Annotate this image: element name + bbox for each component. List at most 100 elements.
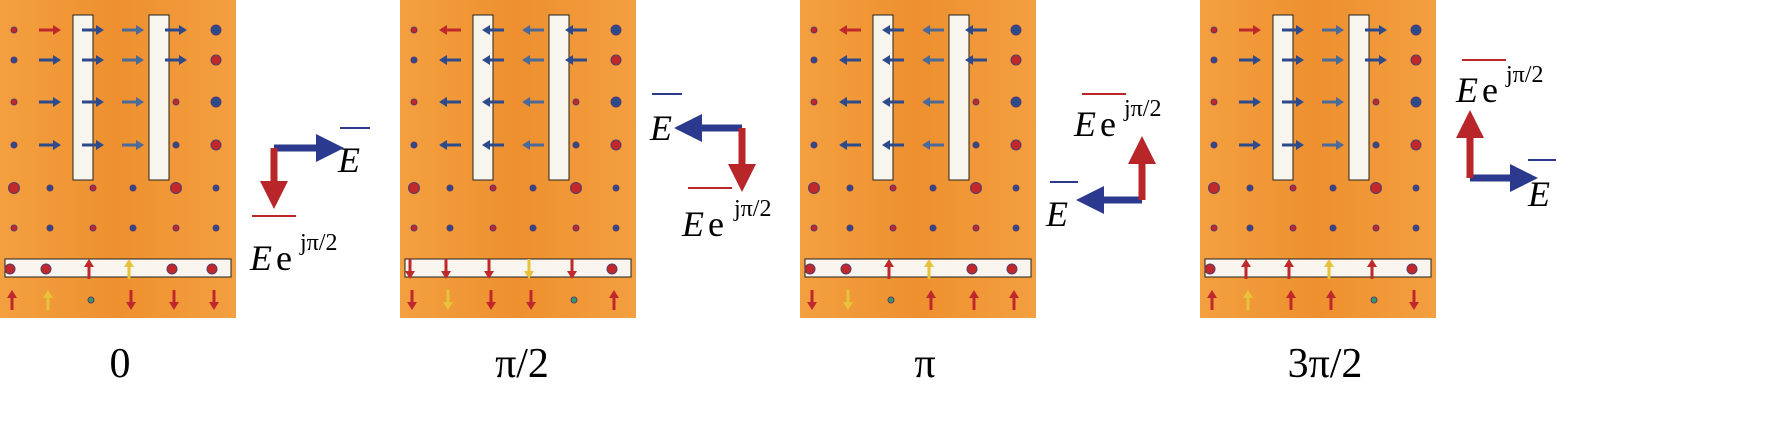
field-arrowhead	[1253, 25, 1261, 35]
field-arrowhead	[882, 55, 890, 65]
field-dot	[1010, 24, 1022, 36]
field-dot	[210, 24, 222, 36]
field-arrowhead	[965, 55, 973, 65]
field-dot	[87, 296, 95, 304]
phase-label-3pi-2: 3π/2	[1288, 341, 1363, 387]
field-arrowhead	[407, 302, 417, 310]
panel-phase-3pi-2	[1200, 0, 1436, 318]
field-dot	[10, 224, 18, 232]
field-dot	[210, 139, 222, 151]
bottom-slot	[404, 258, 632, 278]
bottom-slot	[804, 258, 1032, 278]
field-dot	[610, 54, 622, 66]
field-dot	[10, 56, 18, 64]
field-dot	[410, 26, 418, 34]
field-dot	[10, 98, 18, 106]
field-arrowhead	[1379, 55, 1387, 65]
field-arrowhead	[96, 97, 104, 107]
field-arrowhead	[565, 25, 573, 35]
field-dot	[810, 224, 818, 232]
field-arrowhead	[884, 259, 894, 267]
field-dot	[89, 184, 97, 192]
field-dot	[610, 24, 622, 36]
field-arrowhead	[1207, 290, 1217, 298]
field-arrowhead	[922, 55, 930, 65]
field-dot	[1410, 54, 1422, 66]
field-arrowhead	[169, 302, 179, 310]
field-dot	[810, 98, 818, 106]
field-dot	[889, 224, 897, 232]
field-arrowhead	[136, 97, 144, 107]
field-dot	[446, 184, 454, 192]
field-dot	[1412, 224, 1420, 232]
field-arrowhead	[1336, 140, 1344, 150]
field-arrowhead	[439, 55, 447, 65]
field-arrowhead	[1296, 140, 1304, 150]
field-arrowhead	[926, 290, 936, 298]
field-dot	[1370, 296, 1378, 304]
field-arrowhead	[969, 290, 979, 298]
field-dot	[970, 182, 982, 194]
field-arrowhead	[522, 25, 530, 35]
slot	[72, 14, 94, 181]
field-arrowhead	[922, 25, 930, 35]
field-arrowhead	[53, 140, 61, 150]
field-dot	[966, 263, 978, 275]
field-arrowhead	[1336, 55, 1344, 65]
field-dot	[1410, 139, 1422, 151]
field-dot	[1370, 182, 1382, 194]
field-arrowhead	[1253, 55, 1261, 65]
e-symbol: E	[1073, 104, 1096, 144]
field-dot	[1289, 184, 1297, 192]
exp-power: jπ/2	[1123, 96, 1161, 122]
field-dot	[166, 263, 178, 275]
field-arrowhead	[522, 55, 530, 65]
bottom-slot	[4, 258, 232, 278]
field-dot	[929, 224, 937, 232]
field-arrowhead	[1409, 302, 1419, 310]
field-arrowhead	[1336, 25, 1344, 35]
bottom-slot	[1204, 258, 1432, 278]
field-dot	[529, 224, 537, 232]
field-dot	[1010, 54, 1022, 66]
e-symbol: E	[1455, 70, 1478, 110]
field-dot	[446, 224, 454, 232]
field-arrowhead	[1243, 290, 1253, 298]
field-arrowhead	[209, 302, 219, 310]
field-dot	[529, 184, 537, 192]
exp-base: e	[1482, 70, 1498, 110]
field-dot	[172, 224, 180, 232]
e-symbol: E	[1045, 194, 1068, 234]
field-dot	[612, 224, 620, 232]
field-dot	[212, 224, 220, 232]
field-arrowhead	[1009, 290, 1019, 298]
field-arrowhead	[96, 25, 104, 35]
field-dot	[804, 263, 816, 275]
field-dot	[206, 263, 218, 275]
field-dot	[1006, 263, 1018, 275]
field-arrowhead	[53, 25, 61, 35]
field-arrowhead	[882, 97, 890, 107]
field-arrowhead	[96, 55, 104, 65]
field-dot	[610, 139, 622, 151]
field-arrowhead	[84, 259, 94, 267]
field-dot	[489, 184, 497, 192]
exp-base: e	[276, 238, 292, 278]
field-dot	[1372, 141, 1380, 149]
field-arrowhead	[609, 290, 619, 298]
field-arrowhead	[924, 259, 934, 267]
field-dot	[410, 56, 418, 64]
field-dot	[840, 263, 852, 275]
field-dot	[172, 98, 180, 106]
exp-power: jπ/2	[733, 196, 771, 222]
field-arrowhead	[441, 271, 451, 279]
field-dot	[410, 141, 418, 149]
slot	[1348, 14, 1370, 181]
field-arrowhead	[136, 55, 144, 65]
field-arrowhead	[439, 25, 447, 35]
field-dot	[570, 182, 582, 194]
field-arrowhead	[179, 55, 187, 65]
field-dot	[210, 54, 222, 66]
field-dot	[572, 98, 580, 106]
field-arrowhead	[522, 97, 530, 107]
